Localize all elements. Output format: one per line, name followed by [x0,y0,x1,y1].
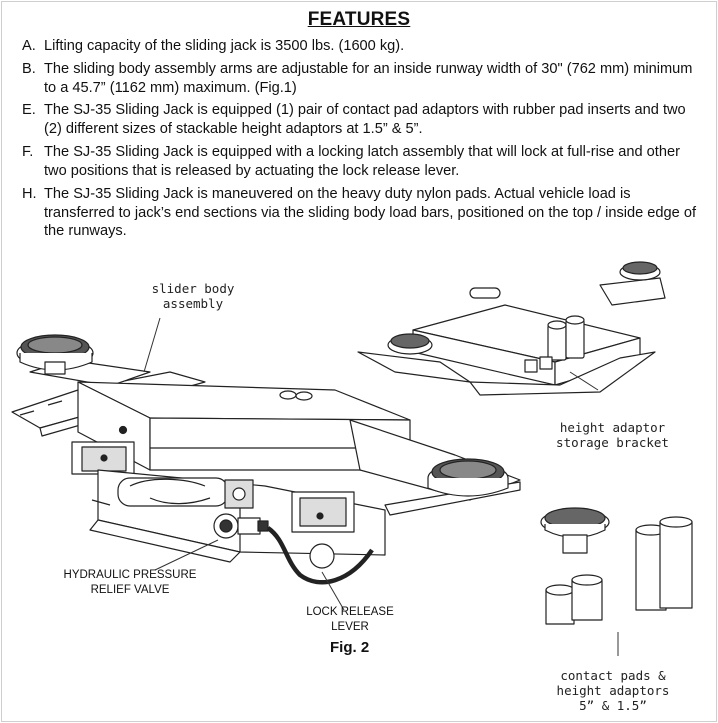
feature-key: H. [22,186,37,202]
feature-item-e: E. The SJ-35 Sliding Jack is equipped (1… [22,101,702,138]
feature-text: The SJ-35 Sliding Jack is maneuvered on … [44,186,696,239]
callout-line: HYDRAULIC PRESSURE [63,569,197,581]
callout-line: height adaptor [559,420,666,435]
feature-item-f: F. The SJ-35 Sliding Jack is equipped wi… [22,143,702,180]
callout-slider-body: slider body assembly [138,281,248,311]
callout-line: LOCK RELEASE [306,606,394,618]
callout-line: contact pads & [560,668,666,683]
feature-item-a: A. Lifting capacity of the sliding jack … [22,37,702,56]
callout-hydraulic-relief-valve: HYDRAULIC PRESSURE RELIEF VALVE [60,568,200,598]
feature-text: The SJ-35 Sliding Jack is equipped (1) p… [44,102,686,137]
callout-line: storage bracket [556,435,669,450]
feature-text: The SJ-35 Sliding Jack is equipped with … [44,144,680,179]
callout-lock-release-lever: LOCK RELEASE LEVER [300,605,400,635]
page-title: FEATURES [307,9,411,30]
feature-key: A. [22,38,36,54]
callout-contact-pads: contact pads & height adaptors 5” & 1.5” [548,668,678,713]
feature-key: B. [22,61,36,77]
callout-height-adaptor-bracket: height adaptor storage bracket [545,420,680,450]
feature-item-b: B. The sliding body assembly arms are ad… [22,60,702,97]
callout-line: height adaptors [556,683,670,698]
feature-key: F. [22,144,34,160]
callout-line: assembly [162,296,224,311]
adaptors-drawing [540,507,693,625]
main-jack-drawing [11,334,521,585]
feature-item-h: H. The SJ-35 Sliding Jack is maneuvered … [22,185,702,241]
feature-key: E. [22,102,36,118]
small-jack-drawing [357,261,666,396]
figure-caption: Fig. 2 [330,639,370,656]
callout-line: LEVER [331,621,369,633]
callout-line: slider body [151,281,235,296]
callout-line: 5” & 1.5” [579,698,647,713]
callout-line: RELIEF VALVE [90,584,170,596]
callout-leaders [143,317,619,656]
feature-text: Lifting capacity of the sliding jack is … [44,38,405,54]
feature-text: The sliding body assembly arms are adjus… [44,61,693,96]
